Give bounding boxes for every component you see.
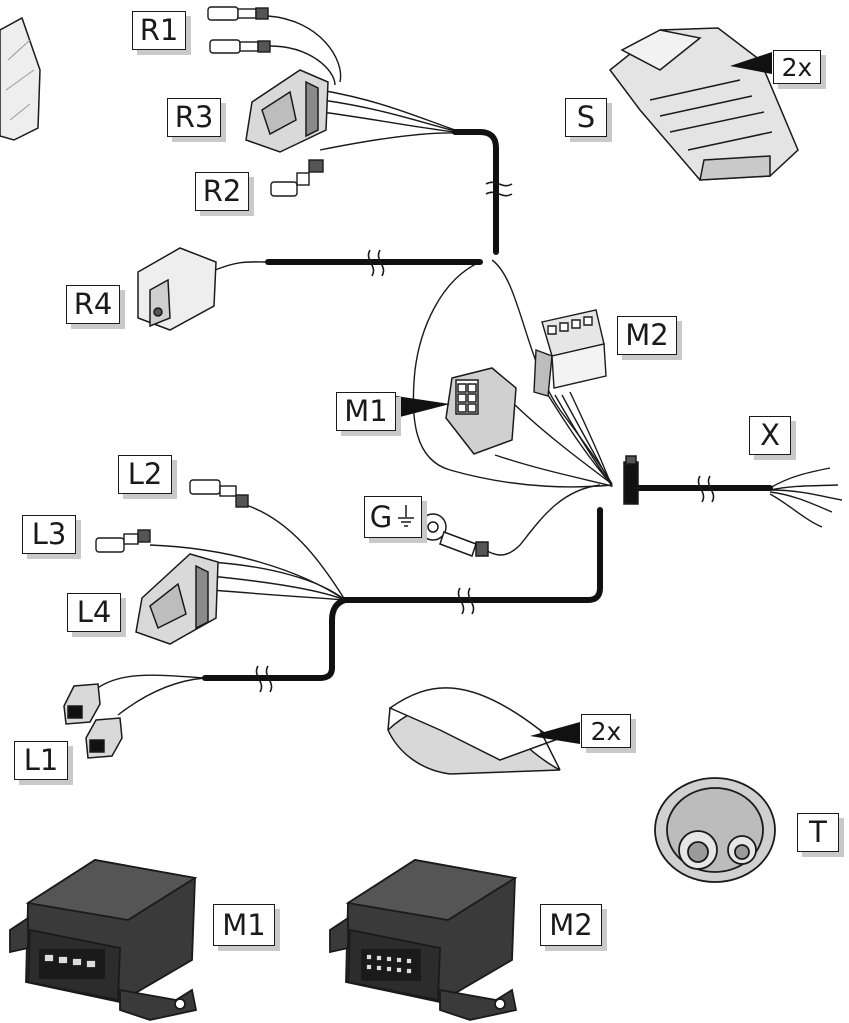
label-r3-text: R3 [174, 100, 214, 134]
label-l4-text: L4 [76, 595, 112, 629]
label-m2-module-text: M2 [549, 907, 593, 942]
qty-foil-text: 2x [590, 716, 622, 746]
label-s: S [565, 98, 607, 137]
label-l1: L1 [14, 741, 68, 780]
label-m1-module-text: M1 [222, 907, 266, 942]
l1-connectors [63, 683, 123, 759]
s-bracket-part [608, 27, 799, 181]
qty-s-text: 2x [781, 52, 813, 82]
label-l2: L2 [118, 455, 172, 494]
label-m1-connector: M1 [336, 392, 396, 431]
label-g-text: G [369, 499, 393, 534]
label-r2: R2 [195, 172, 249, 211]
foil-sheets-part [387, 687, 561, 775]
label-t-text: T [809, 815, 827, 849]
multi-connectors [135, 69, 329, 645]
label-t: T [797, 813, 839, 852]
pointer-arrow-icon [396, 52, 772, 744]
label-r2-text: R2 [202, 174, 242, 208]
label-x-text: X [760, 418, 780, 452]
m1-harness-connector [445, 367, 517, 455]
label-r3: R3 [167, 98, 221, 137]
cable-tie [623, 455, 639, 505]
wires-r-side [94, 15, 843, 716]
label-m1-connector-text: M1 [344, 394, 388, 428]
label-l3-text: L3 [31, 517, 67, 551]
label-l4: L4 [67, 593, 121, 632]
label-r4: R4 [66, 285, 120, 324]
qty-s: 2x [773, 50, 821, 84]
label-m1-module: M1 [213, 904, 275, 946]
qty-foil: 2x [581, 714, 631, 748]
ground-ring-terminal [419, 513, 489, 557]
r4-socket [137, 247, 217, 331]
label-l1-text: L1 [23, 743, 59, 777]
pin-connectors [95, 6, 324, 553]
label-s-text: S [576, 100, 596, 134]
ground-symbol-icon [398, 505, 415, 527]
label-l2-text: L2 [127, 457, 163, 491]
m2-harness-connector [533, 309, 607, 397]
label-m2-connector-text: M2 [625, 318, 669, 352]
label-r4-text: R4 [73, 287, 113, 321]
label-g: G [364, 496, 422, 538]
label-r1-text: R1 [139, 13, 179, 47]
bag-part [0, 16, 41, 141]
label-m2-connector: M2 [617, 316, 677, 355]
cable-break-marks [255, 181, 715, 693]
m2-module-part [329, 859, 518, 1021]
label-x: X [749, 416, 791, 455]
label-l3: L3 [22, 515, 76, 554]
label-r1: R1 [132, 11, 186, 50]
t-grommet-part [654, 777, 776, 883]
label-m2-module: M2 [540, 904, 602, 946]
m1-module-part [9, 859, 198, 1021]
